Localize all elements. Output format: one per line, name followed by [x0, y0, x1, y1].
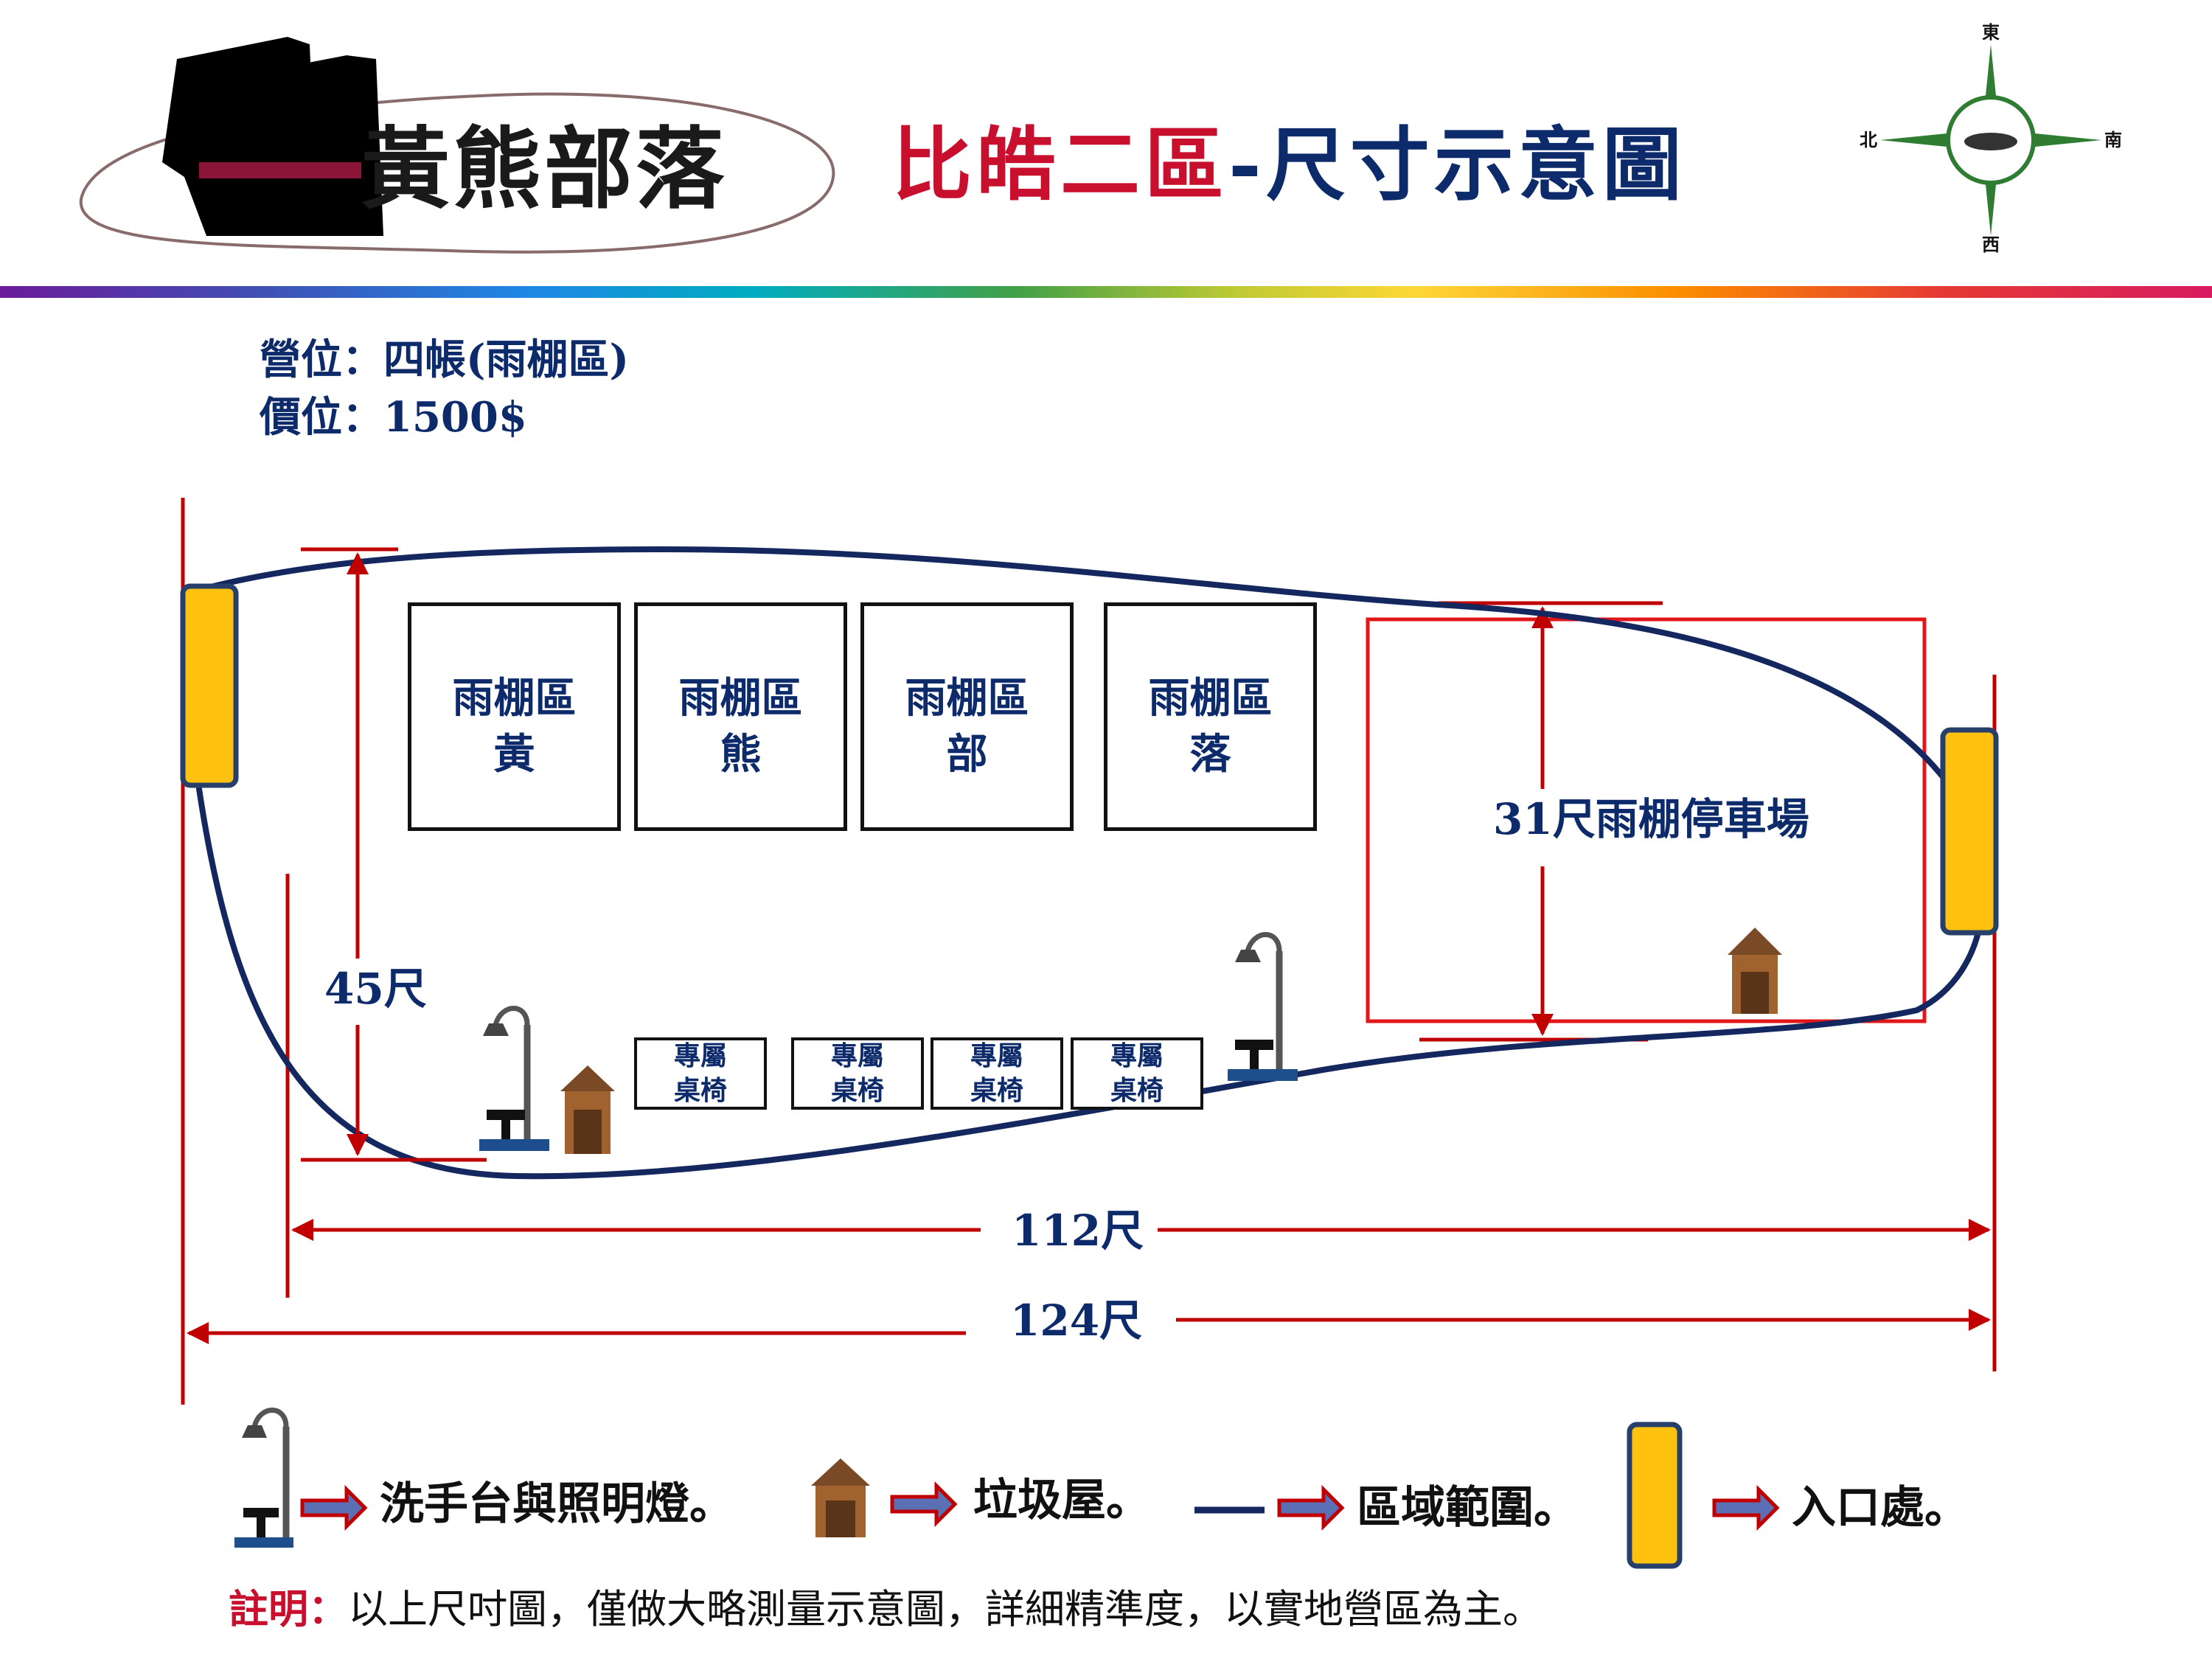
- area-boundary: [196, 546, 1986, 1180]
- compass-south: 南: [2104, 129, 2122, 150]
- outer-width-label: 124尺: [1010, 1295, 1143, 1346]
- tent-name: 黃: [493, 729, 535, 779]
- table-label: 專屬: [970, 1040, 1023, 1072]
- legend-sink-light-text: 洗手台與照明燈。: [380, 1478, 734, 1530]
- trash-house-icon-left: [560, 1065, 615, 1154]
- footnote-text: 以上尺吋圖，僅做大略測量示意圖，詳細精準度，以實地營區為主。: [348, 1586, 1543, 1632]
- compass: 東 北 南 西: [1858, 15, 2124, 265]
- legend-area-text: 區域範圍。: [1357, 1482, 1578, 1534]
- tent-label: 雨棚區: [452, 674, 577, 723]
- legend-entrance-text: 入口處。: [1792, 1482, 1969, 1534]
- logo-graphic: [79, 37, 835, 254]
- logo: 黃熊部落: [66, 15, 848, 265]
- parking-name: 雨棚停車場: [1595, 794, 1809, 844]
- legend-arrow-4: [1712, 1484, 1780, 1531]
- tent-name: 部: [946, 729, 988, 779]
- price-info: 價位：1500$: [260, 393, 527, 442]
- table-label: 桌椅: [1110, 1075, 1164, 1106]
- legend-arrow-3: [1277, 1484, 1345, 1531]
- compass-west: 西: [1982, 234, 2000, 255]
- parking-size: 31尺: [1493, 794, 1596, 844]
- footnote-label: 註明：: [229, 1585, 348, 1632]
- legend-trash-house-text: 垃圾屋。: [973, 1475, 1150, 1526]
- header-divider: [0, 286, 2212, 298]
- parking-label: 31尺雨棚停車場: [1493, 798, 1809, 841]
- tent-name: 落: [1189, 729, 1231, 779]
- trash-house-icon-right: [1728, 928, 1782, 1014]
- table-2: 專屬 桌椅: [791, 1037, 924, 1110]
- tent-yellow: 雨棚區 黃: [408, 602, 621, 831]
- footnote: 註明：以上尺吋圖，僅做大略測量示意圖，詳細精準度，以實地營區為主。: [229, 1589, 1543, 1630]
- legend-entrance-icon: [1627, 1422, 1683, 1569]
- table-3: 專屬 桌椅: [931, 1037, 1063, 1110]
- compass-icon: [1880, 44, 2101, 236]
- tent-label: 雨棚區: [905, 674, 1029, 723]
- entrance-left: [180, 583, 239, 788]
- table-label: 桌椅: [673, 1075, 727, 1106]
- compass-north: 北: [1860, 129, 1877, 150]
- legend-arrow-2: [890, 1481, 958, 1528]
- compass-east: 東: [1982, 21, 2000, 43]
- tent-name: 熊: [720, 729, 762, 779]
- sink-light-icon-right: [1228, 932, 1298, 1081]
- table-label: 桌椅: [830, 1075, 884, 1106]
- parking-area: [1366, 617, 1927, 1023]
- tent-bear: 雨棚區 熊: [634, 602, 847, 831]
- tent-village: 雨棚區 落: [1104, 602, 1317, 831]
- entrance-right: [1940, 727, 1999, 936]
- title-blue-part: -尺寸示意圖: [1228, 119, 1686, 212]
- site-info: 營位：四帳(雨棚區): [260, 335, 629, 384]
- height-dimension-label: 45尺: [324, 964, 427, 1014]
- table-label: 專屬: [673, 1040, 727, 1072]
- legend-sink-light-icon: [234, 1408, 293, 1548]
- page-title: 比皓二區-尺寸示意圖: [892, 125, 1686, 205]
- tent-label: 雨棚區: [678, 674, 803, 723]
- legend-trash-house-icon: [811, 1458, 870, 1537]
- sink-light-icon-left: [479, 1006, 549, 1151]
- table-label: 專屬: [830, 1040, 884, 1072]
- legend-arrow-1: [300, 1484, 368, 1531]
- table-label: 桌椅: [970, 1075, 1023, 1106]
- title-red-part: 比皓二區: [892, 119, 1229, 212]
- table-1: 專屬 桌椅: [634, 1037, 767, 1110]
- tent-label: 雨棚區: [1148, 674, 1273, 723]
- inner-width-label: 112尺: [1012, 1206, 1144, 1256]
- table-4: 專屬 桌椅: [1071, 1037, 1203, 1110]
- logo-text: 黃熊部落: [361, 117, 727, 221]
- table-label: 專屬: [1110, 1040, 1164, 1072]
- tent-tribe: 雨棚區 部: [860, 602, 1074, 831]
